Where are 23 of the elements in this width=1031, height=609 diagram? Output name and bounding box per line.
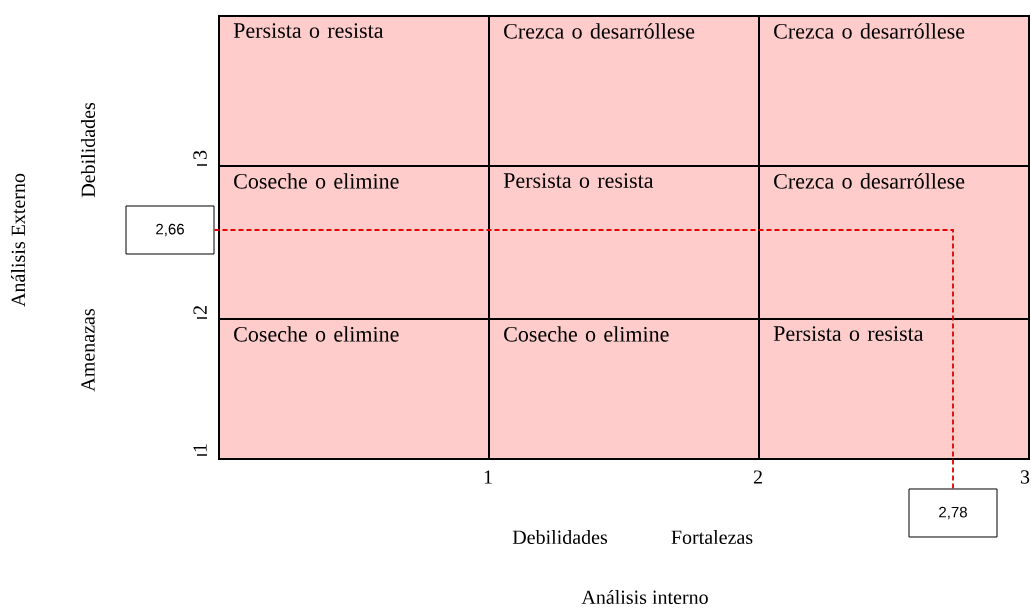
- value-box: 2,78: [908, 488, 998, 538]
- matrix-cell: Coseche o elimine: [218, 318, 490, 460]
- matrix-cell: Persista o resista: [218, 15, 490, 167]
- axis-title: Análisis interno: [581, 589, 708, 605]
- matrix-cell: Persista o resista: [488, 165, 760, 320]
- axis-title: Análisis Externo: [10, 173, 26, 307]
- axis-label: Fortalezas: [671, 529, 753, 544]
- axis-label: Debilidades: [512, 529, 608, 544]
- matrix-cell: Crezca o desarróllese: [488, 15, 760, 167]
- axis-label: Amenazas: [81, 309, 95, 392]
- tick-label: 3: [193, 150, 207, 160]
- value-box: 2,66: [125, 205, 215, 255]
- matrix-cell: Coseche o elimine: [218, 165, 490, 320]
- matrix-cell: Crezca o desarróllese: [758, 165, 1030, 320]
- tick-label: 2: [193, 306, 207, 315]
- matrix-cell: Crezca o desarróllese: [758, 15, 1030, 167]
- axis-label: Debilidades: [80, 102, 96, 198]
- tick-label: 1: [484, 470, 492, 484]
- tick-label: 3: [1020, 470, 1030, 484]
- leader-line: [213, 229, 954, 490]
- matrix-cell: Persista o resista: [758, 318, 1030, 460]
- matrix-cell: Coseche o elimine: [488, 318, 760, 460]
- tick-label: 2: [753, 470, 762, 484]
